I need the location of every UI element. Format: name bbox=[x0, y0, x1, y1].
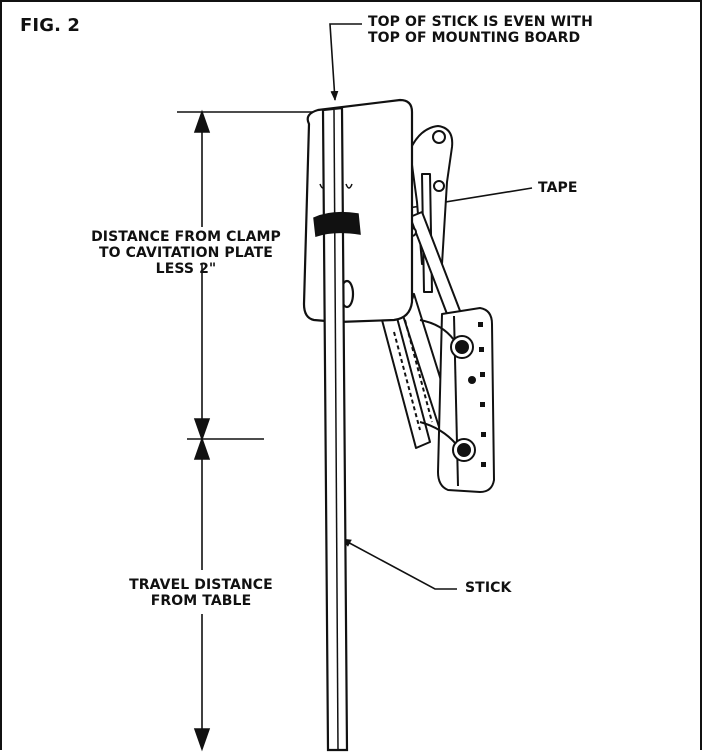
travel-arrow-up bbox=[193, 436, 211, 460]
dimension-lines bbox=[177, 109, 320, 752]
mounting-board bbox=[302, 98, 414, 324]
distance-label: DISTANCE FROM CLAMP TO CAVITATION PLATE … bbox=[82, 229, 290, 277]
stick bbox=[321, 106, 349, 752]
travel-arrow-down bbox=[193, 728, 211, 752]
distance-line-3: LESS 2" bbox=[155, 261, 217, 277]
transom-plate bbox=[437, 307, 495, 493]
travel-line-1: TRAVEL DISTANCE bbox=[129, 577, 273, 593]
top-note-line-2: TOP OF MOUNTING BOARD bbox=[368, 30, 581, 46]
top-note-leader bbox=[329, 23, 362, 101]
figure-title: FIG. 2 bbox=[20, 15, 80, 36]
top-of-stick-note: TOP OF STICK IS EVEN WITH TOP OF MOUNTIN… bbox=[368, 14, 593, 46]
travel-line-2: FROM TABLE bbox=[150, 593, 252, 609]
stick-label: STICK bbox=[465, 580, 512, 596]
tape-label: TAPE bbox=[538, 180, 578, 196]
tape bbox=[313, 211, 361, 238]
travel-distance-label: TRAVEL DISTANCE FROM TABLE bbox=[112, 577, 290, 609]
distance-arrow-up bbox=[193, 109, 211, 133]
top-note-line-1: TOP OF STICK IS EVEN WITH bbox=[368, 14, 593, 30]
distance-line-1: DISTANCE FROM CLAMP bbox=[91, 229, 281, 245]
stick-leader bbox=[341, 538, 457, 590]
distance-line-2: TO CAVITATION PLATE bbox=[99, 245, 273, 261]
distance-arrow-down bbox=[193, 418, 211, 442]
